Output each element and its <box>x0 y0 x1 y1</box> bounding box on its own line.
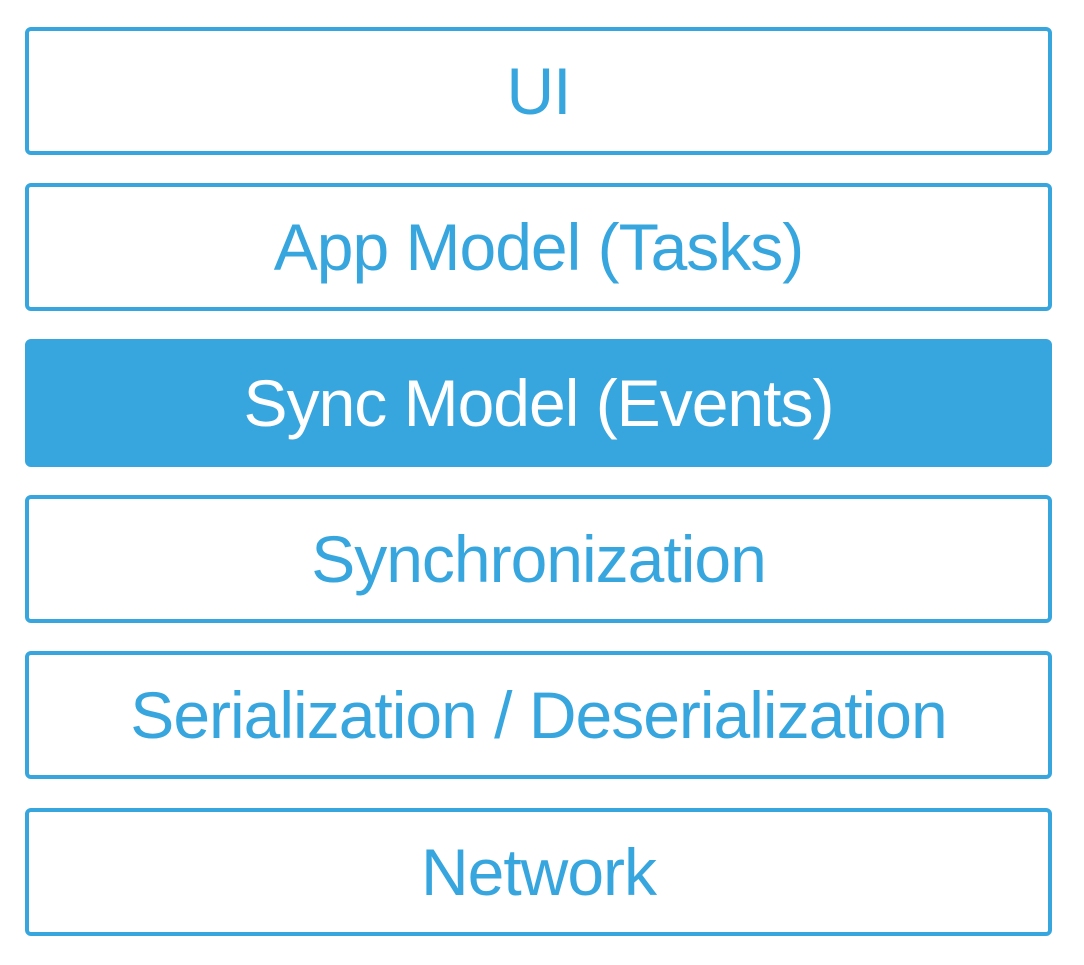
layer-sync-model: Sync Model (Events) <box>25 339 1052 467</box>
layer-label: Network <box>420 835 657 909</box>
layer-label: UI <box>506 54 572 128</box>
layer-app-model: App Model (Tasks) <box>25 183 1052 311</box>
layer-label: Sync Model (Events) <box>243 366 835 440</box>
layer-label: App Model (Tasks) <box>273 210 805 284</box>
layer-synchronization: Synchronization <box>25 495 1052 623</box>
layer-label: Synchronization <box>311 522 767 596</box>
layer-label: Serialization / Deserialization <box>130 678 947 752</box>
layer-network: Network <box>25 808 1052 936</box>
layer-serialization: Serialization / Deserialization <box>25 651 1052 779</box>
layer-ui: UI <box>25 27 1052 155</box>
